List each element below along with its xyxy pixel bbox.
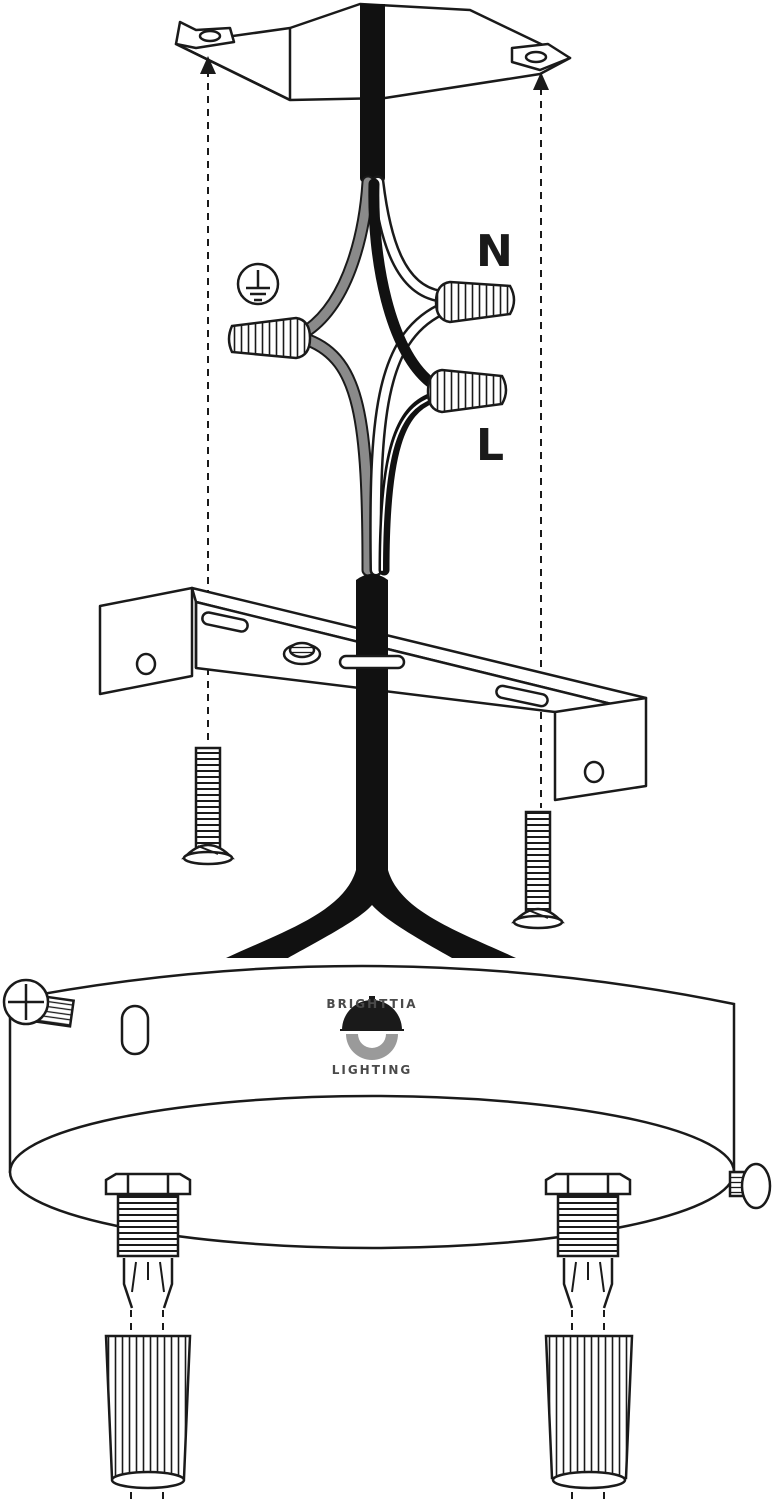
cord-grip-left — [104, 1334, 192, 1490]
mounting-hole-left — [198, 29, 222, 43]
threaded-nipple-left — [104, 1172, 192, 1309]
wire-nut-live — [426, 368, 508, 414]
logo-bottom-text: LIGHTING — [332, 1063, 413, 1077]
ground-symbol-icon — [236, 262, 280, 306]
set-screw-left — [2, 978, 76, 1028]
neutral-label: N — [476, 226, 513, 277]
brand-logo: BRIGHTTIA LIGHTING — [326, 996, 417, 1077]
arrow-right — [533, 72, 549, 90]
canopy — [8, 964, 736, 1250]
canopy-keyhole — [120, 1004, 150, 1056]
mounting-bracket — [98, 586, 648, 802]
live-label: L — [476, 420, 504, 471]
bracket-center-slot — [338, 654, 406, 670]
wire-nut-ground — [227, 316, 312, 360]
arrow-left — [200, 56, 216, 74]
mounting-screw-right — [511, 810, 565, 930]
set-screw-right — [728, 1162, 772, 1210]
mounting-screw-left — [181, 746, 235, 866]
mounting-hole-right — [524, 50, 548, 64]
cable-lower — [226, 574, 516, 958]
wire-nut-neutral — [434, 280, 516, 324]
cord-grip-right — [544, 1334, 634, 1490]
logo-top-text: BRIGHTTIA — [326, 997, 417, 1011]
cable-upper — [360, 4, 385, 184]
wires — [301, 175, 447, 577]
bracket-ground-screw-icon — [282, 641, 322, 666]
threaded-nipple-right — [544, 1172, 632, 1309]
